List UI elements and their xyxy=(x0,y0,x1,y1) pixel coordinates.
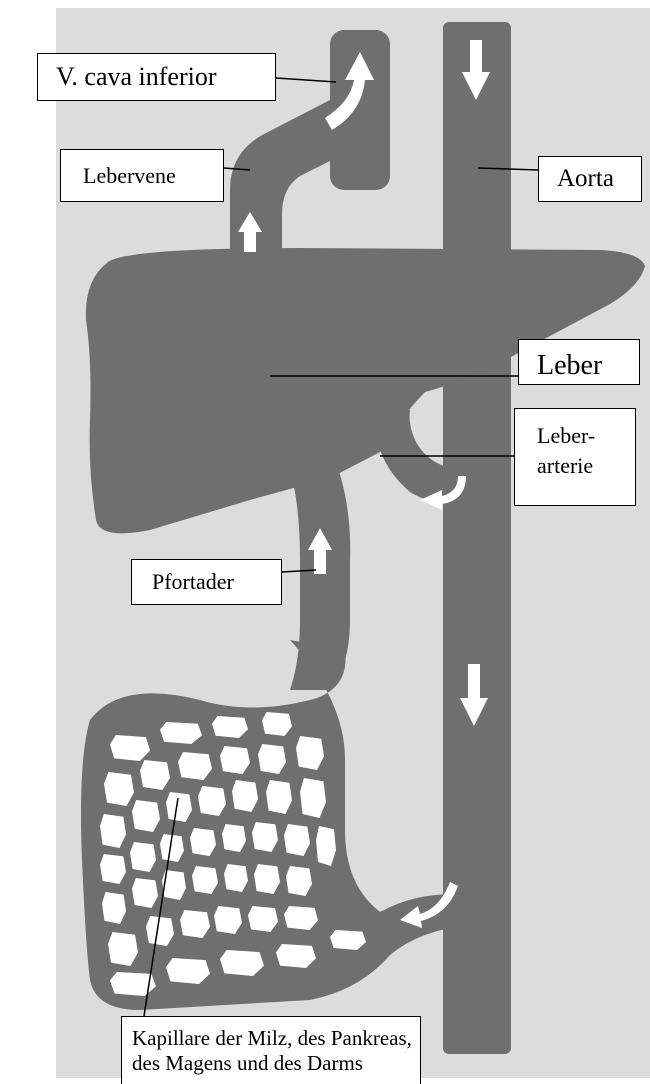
kapillare-label-line1: Kapillare der Milz, des Pankreas, xyxy=(132,1026,420,1051)
pfortader-label: Pfortader xyxy=(152,560,281,604)
lebervene-label: Lebervene xyxy=(83,150,223,201)
leberarterie-label-line1: Leber- xyxy=(537,421,635,451)
kapillare-label-box: Kapillare der Milz, des Pankreas, des Ma… xyxy=(121,1016,421,1084)
aorta-label-box: Aorta xyxy=(538,156,642,202)
lebervene-label-box: Lebervene xyxy=(60,149,224,202)
pfortader-label-box: Pfortader xyxy=(131,559,282,605)
vena-cava-label: V. cava inferior xyxy=(56,54,275,100)
leber-label: Leber xyxy=(537,340,639,385)
leberarterie-label-line2: arterie xyxy=(537,451,635,481)
kapillare-label-line2: des Magens und des Darms xyxy=(132,1051,420,1076)
aorta-label: Aorta xyxy=(557,157,641,201)
leberarterie-label-box: Leber- arterie xyxy=(514,408,636,506)
vena-cava-label-box: V. cava inferior xyxy=(37,53,276,101)
leber-label-box: Leber xyxy=(518,339,640,385)
